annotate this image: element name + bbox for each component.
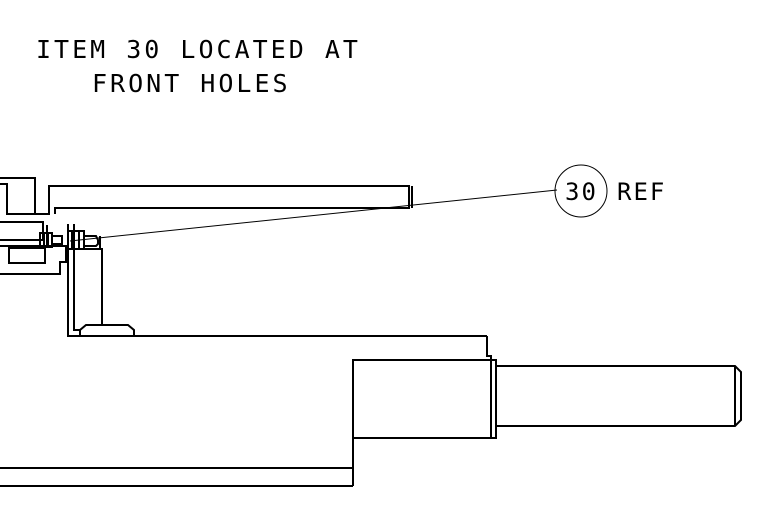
item-balloon: 30 REF bbox=[554, 164, 666, 218]
note-line-2: FRONT HOLES bbox=[92, 69, 291, 98]
leader-line bbox=[69, 189, 558, 242]
left-block bbox=[0, 177, 69, 275]
balloon-ref-label: REF bbox=[617, 178, 666, 206]
note-line-1: ITEM 30 LOCATED AT bbox=[36, 35, 361, 64]
block-and-shaft bbox=[352, 359, 742, 439]
vertical-bracket bbox=[67, 224, 487, 337]
fastener-item-30 bbox=[39, 230, 99, 250]
upper-plate bbox=[44, 185, 413, 215]
base-plate bbox=[0, 335, 492, 487]
balloon-item-number: 30 bbox=[565, 178, 598, 206]
